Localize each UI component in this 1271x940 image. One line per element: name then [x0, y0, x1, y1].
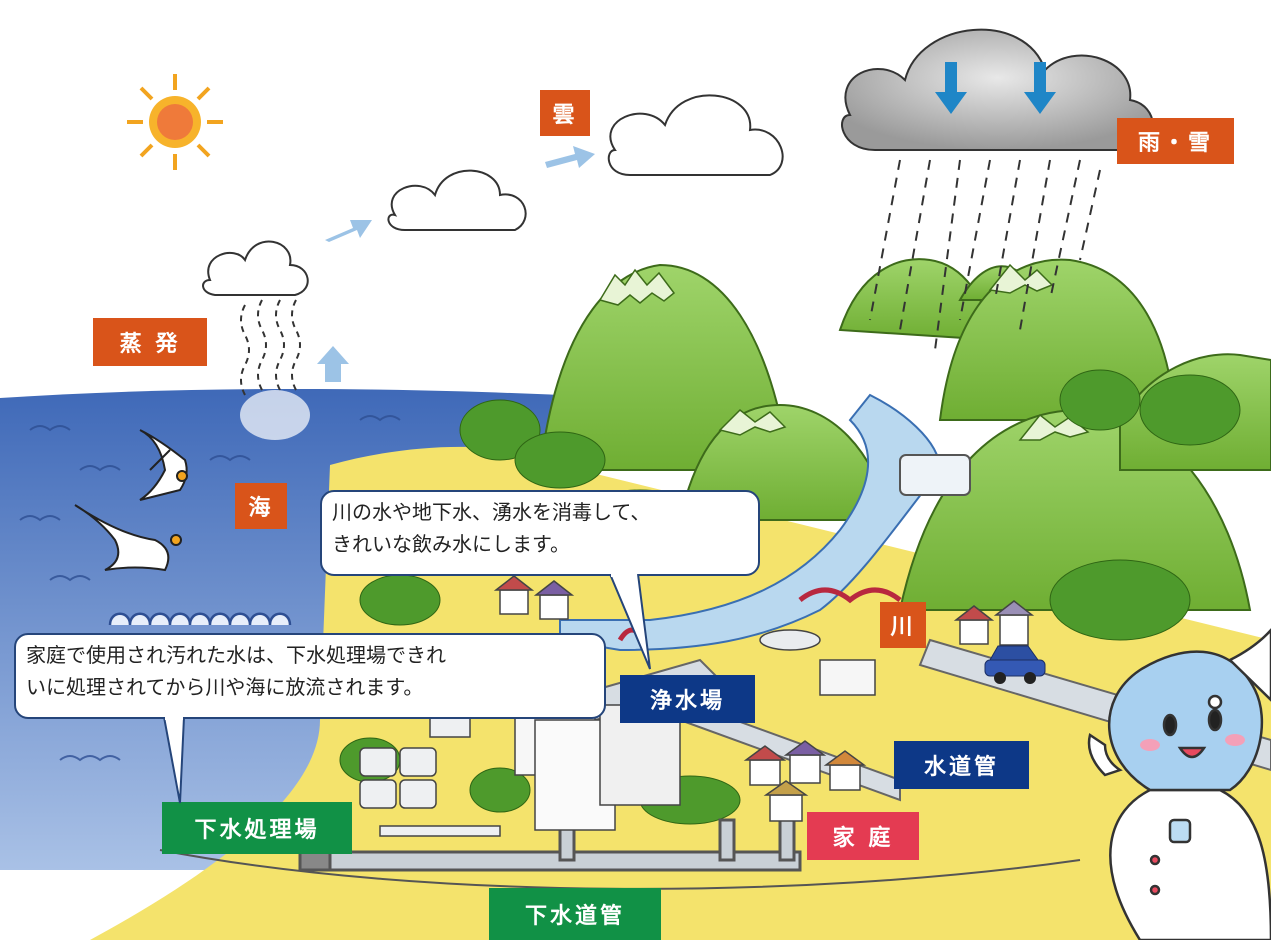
waves: [19, 415, 401, 762]
bubble-water-plant-tail: [609, 574, 651, 670]
seagull-icon: [74, 504, 182, 572]
car-icon: [984, 645, 1046, 684]
arrow-icon: [325, 220, 372, 242]
label-cloud: 雲: [540, 90, 590, 136]
bubble-sewage-line1: 家庭で使用され汚れた水は、下水処理場できれ: [26, 643, 446, 667]
label-water-plant: 浄水場: [620, 675, 755, 723]
breaking-waves: [108, 612, 292, 626]
label-sewage-plant: 下水処理場: [162, 802, 352, 854]
arrow-icon: [545, 146, 595, 168]
houses: [493, 575, 1035, 822]
bubble-water-plant: 川の水や地下水、湧水を消毒して、 きれいな飲み水にします。: [320, 490, 760, 576]
cycle-arrows: [317, 146, 595, 382]
dam: [899, 454, 971, 496]
label-evaporation: 蒸 発: [93, 318, 207, 366]
cloud-icon: [607, 94, 784, 176]
bubble-water-plant-line2: きれいな飲み水にします。: [332, 532, 570, 556]
seagull-icon: [139, 429, 188, 501]
mascot-icon: [1087, 628, 1271, 940]
bubble-sewage: 家庭で使用され汚れた水は、下水処理場できれ いに処理されてから川や海に放流されま…: [14, 633, 606, 719]
rain-cloud-icon: [841, 28, 1155, 151]
cloud-icon: [387, 169, 527, 231]
rain: [869, 159, 1101, 351]
label-rain-snow: 雨・雪: [1117, 118, 1234, 164]
bubble-sewage-tail: [163, 717, 185, 804]
bubble-sewage-line2: いに処理されてから川や海に放流されます。: [26, 675, 424, 699]
label-sewer-pipe: 下水道管: [489, 888, 661, 940]
sun-icon: [127, 74, 223, 170]
pipes: [298, 818, 802, 872]
label-home: 家 庭: [807, 812, 919, 860]
bubble-water-plant-line1: 川の水や地下水、湧水を消毒して、: [332, 500, 651, 524]
evaporation-lines: [240, 299, 301, 396]
cloud-icon: [202, 240, 309, 296]
label-river: 川: [880, 602, 926, 648]
arrow-icon: [317, 346, 349, 382]
label-water-pipe: 水道管: [894, 741, 1029, 789]
down-arrows: [935, 62, 1056, 114]
clouds: [202, 94, 784, 296]
label-sea: 海: [235, 483, 287, 529]
bridge-right: [798, 587, 902, 604]
